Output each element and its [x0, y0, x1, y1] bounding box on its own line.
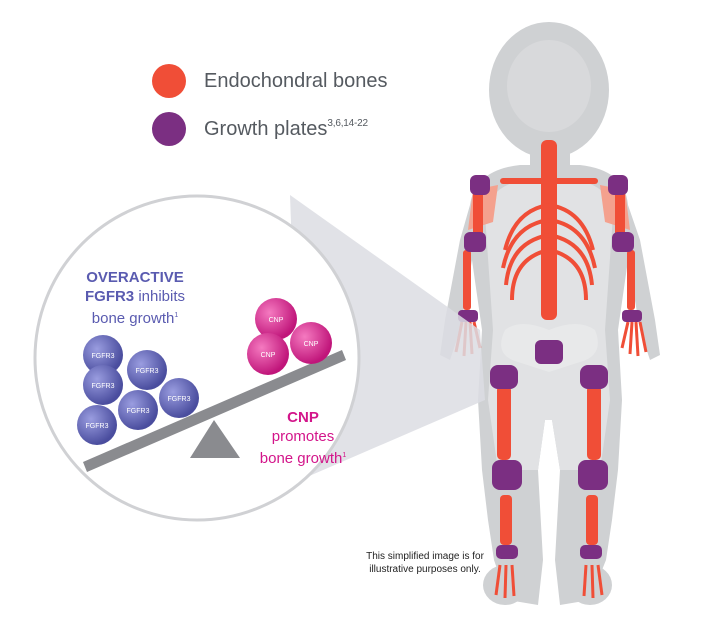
growth-plates-text: Growth plates [204, 117, 328, 140]
fgfr3-caption-rest: inhibits [134, 288, 186, 305]
cnp-caption-line2: promotes [271, 428, 335, 445]
cnp-caption-ref: 1 [342, 452, 347, 459]
cnp-molecule: CNP [255, 298, 297, 340]
fgfr3-molecule: FGFR3 [127, 350, 167, 390]
spine [541, 140, 557, 320]
cnp-caption-line3: bone growth1 [228, 446, 378, 468]
svg-text:FGFR3: FGFR3 [92, 383, 115, 390]
fgfr3-caption-bold: FGFR3 [84, 288, 135, 305]
seesaw-fulcrum [190, 420, 240, 458]
svg-text:FGFR3: FGFR3 [127, 408, 150, 415]
magnifier-circle [33, 194, 361, 522]
disclaimer-line2: illustrative purposes only. [369, 564, 481, 575]
svg-text:CNP: CNP [304, 341, 319, 348]
ribcage [501, 203, 597, 301]
svg-text:FGFR3: FGFR3 [92, 353, 115, 360]
fgfr3-molecule: FGFR3 [83, 365, 123, 405]
cnp-caption-line3-text: bone growth [259, 450, 343, 467]
fgfr3-molecule: FGFR3 [83, 335, 123, 375]
legend-endochondral: Endochondral bones [152, 64, 387, 98]
svg-text:CNP: CNP [269, 317, 284, 324]
svg-text:FGFR3: FGFR3 [86, 423, 109, 430]
fgfr3-caption-line3-text: bone growth [91, 310, 175, 327]
legend-growth-plates-label: Growth plates3,6,14-22 [204, 118, 368, 141]
legend-growth-plates: Growth plates3,6,14-22 [152, 112, 368, 146]
cnp-molecules: CNP CNP CNP [247, 298, 332, 375]
fgfr3-molecule: FGFR3 [77, 405, 117, 445]
fgfr3-caption-line2: FGFR3 inhibits [60, 287, 210, 306]
clavicles [500, 178, 598, 184]
endochondral-dot-icon [152, 64, 186, 98]
legend-endochondral-label: Endochondral bones [204, 69, 388, 92]
fgfr3-caption-line1: OVERACTIVE [86, 269, 184, 286]
fgfr3-caption: OVERACTIVE FGFR3 inhibits bone growth1 [60, 268, 210, 328]
cnp-caption-line1: CNP [287, 409, 319, 426]
fgfr3-molecule: FGFR3 [118, 390, 158, 430]
svg-text:CNP: CNP [261, 352, 276, 359]
cnp-caption: CNP promotes bone growth1 [228, 408, 378, 468]
skeleton [454, 40, 648, 599]
growth-plates-refs: 3,6,14-22 [327, 117, 368, 129]
fgfr3-caption-ref: 1 [174, 312, 179, 319]
growth-plate-dot-icon [152, 112, 186, 146]
cnp-molecule: CNP [290, 322, 332, 364]
svg-text:FGFR3: FGFR3 [136, 368, 159, 375]
right-hand [620, 321, 648, 357]
disclaimer-line1: This simplified image is for [366, 551, 484, 562]
seesaw-beam [83, 350, 346, 472]
disclaimer: This simplified image is for illustrativ… [330, 550, 520, 576]
cnp-molecule: CNP [247, 333, 289, 375]
fgfr3-caption-line3: bone growth1 [60, 306, 210, 328]
fgfr3-molecule: FGFR3 [159, 378, 199, 418]
svg-text:FGFR3: FGFR3 [168, 396, 191, 403]
fgfr3-molecules: FGFR3 FGFR3 FGFR3 FGFR3 FGFR3 FGFR3 [77, 335, 199, 445]
